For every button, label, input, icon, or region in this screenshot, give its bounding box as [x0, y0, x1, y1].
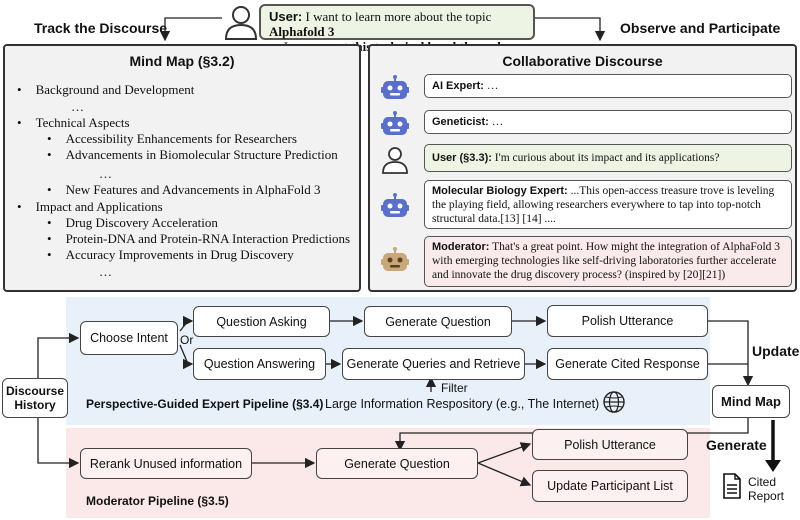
- mind-map-box: Mind Map: [712, 385, 790, 418]
- mind-map-item-text: Background and Development: [35, 82, 195, 97]
- mind-map-item: • Protein-DNA and Protein-RNA Interaction…: [47, 231, 350, 247]
- bullet: •: [47, 182, 52, 197]
- generate-label: Generate: [706, 437, 767, 453]
- speaker-name: User (§3.3):: [432, 152, 492, 164]
- mind-map-item-text: Protein-DNA and Protein-RNA Interaction …: [65, 231, 351, 246]
- or-label: Or: [180, 333, 194, 347]
- robot-icon: [381, 75, 409, 99]
- cited-report-label: Cited Report: [748, 475, 785, 503]
- mind-map-item: • Drug Discovery Acceleration: [47, 215, 218, 231]
- generate-question-box: Generate Question: [364, 306, 512, 337]
- update-label: Update: [752, 343, 800, 359]
- mind-map-item-text: Advancements in Biomolecular Structure P…: [65, 147, 338, 162]
- moderator-polish-utterance-box: Polish Utterance: [532, 429, 688, 460]
- message-text: …: [488, 116, 504, 128]
- update-participant-list-box: Update Participant List: [532, 470, 688, 502]
- choose-intent-box: Choose Intent: [80, 321, 178, 355]
- mind-map-item-text: New Features and Advancements in AlphaFo…: [65, 182, 321, 197]
- speaker-name: Molecular Biology Expert:: [432, 185, 568, 197]
- expert-pipeline-label: Perspective-Guided Expert Pipeline (§3.4…: [86, 397, 324, 411]
- mind-map-item: • Background and Development: [17, 82, 194, 98]
- bullet: •: [47, 215, 52, 230]
- generate-queries-box: Generate Queries and Retrieve: [342, 348, 525, 380]
- chat-bubble: Geneticist: …: [424, 110, 792, 134]
- person-icon: [382, 147, 408, 174]
- globe-icon: [603, 391, 625, 413]
- chat-bubble: Moderator: That's a great point. How mig…: [424, 236, 792, 287]
- bullet: •: [47, 247, 52, 262]
- discourse-history-box: Discourse History: [2, 378, 68, 418]
- person-icon: [224, 6, 258, 40]
- speaker-name: Geneticist:: [432, 116, 489, 128]
- message-text: ...This open-access treasure trove is le…: [432, 185, 775, 225]
- bullet: •: [47, 231, 52, 246]
- speaker-name: Moderator:: [432, 241, 490, 253]
- chat-bubble: Molecular Biology Expert: ...This open-a…: [424, 180, 792, 229]
- speaker-name: AI Expert:: [432, 80, 484, 92]
- mind-map-panel: Mind Map (§3.2) • Background and Developm…: [3, 44, 361, 292]
- mind-map-item: • Accuracy Improvements in Drug Discovery: [47, 247, 294, 263]
- mind-map-item-text: Drug Discovery Acceleration: [65, 215, 218, 230]
- observe-participate-label: Observe and Participate: [620, 20, 781, 36]
- generate-cited-response-box: Generate Cited Response: [547, 348, 708, 380]
- bullet: •: [47, 131, 52, 146]
- robot-icon: [381, 193, 409, 217]
- mind-map-ellipsis: …: [99, 264, 112, 280]
- mind-map-item-text: …: [99, 166, 112, 181]
- mind-map-title: Mind Map (§3.2): [129, 53, 235, 69]
- bullet: •: [17, 82, 22, 97]
- bullet: •: [47, 147, 52, 162]
- message-text: …: [483, 80, 499, 92]
- mind-map-item-text: Accessibility Enhancements for Researche…: [65, 131, 297, 146]
- moderator-generate-question-box: Generate Question: [316, 448, 478, 479]
- mind-map-item: • Technical Aspects: [17, 115, 130, 131]
- question-asking-box: Question Asking: [193, 306, 330, 337]
- mind-map-item: • Accessibility Enhancements for Research…: [47, 131, 297, 147]
- chat-bubble: User (§3.3): I'm curious about its impac…: [424, 144, 792, 172]
- question-answering-box: Question Answering: [193, 348, 326, 380]
- document-icon: [723, 473, 741, 499]
- mind-map-item-text: …: [71, 99, 84, 114]
- bullet: •: [17, 115, 22, 130]
- mind-map-item-text: Impact and Applications: [35, 199, 163, 214]
- mind-map-ellipsis: …: [99, 166, 112, 182]
- mind-map-item-text: Technical Aspects: [35, 115, 130, 130]
- robot-icon: [381, 111, 409, 135]
- mind-map-item: • Advancements in Biomolecular Structure …: [47, 147, 338, 163]
- bullet: •: [17, 199, 22, 214]
- track-discourse-label: Track the Discourse: [34, 20, 168, 36]
- mind-map-item: • New Features and Advancements in AlphaF…: [47, 182, 320, 198]
- message-text: That's a great point. How might the inte…: [432, 241, 781, 281]
- discourse-title: Collaborative Discourse: [502, 53, 663, 69]
- moderator-pipeline-label: Moderator Pipeline (§3.5): [86, 494, 229, 508]
- chat-bubble: AI Expert: …: [424, 74, 792, 98]
- mind-map-item-text: Accuracy Improvements in Drug Discovery: [65, 247, 294, 262]
- message-text: I'm curious about its impact and its app…: [491, 152, 720, 164]
- mind-map-item-text: …: [99, 264, 112, 279]
- filter-label: Filter: [441, 381, 468, 395]
- robot-tan-icon: [381, 247, 409, 271]
- polish-utterance-box: Polish Utterance: [547, 305, 708, 337]
- mind-map-item: • Impact and Applications: [17, 199, 163, 215]
- repository-label: Large Information Respository (e.g., The…: [325, 397, 600, 411]
- mind-map-ellipsis: …: [71, 99, 84, 115]
- rerank-box: Rerank Unused information: [80, 448, 252, 479]
